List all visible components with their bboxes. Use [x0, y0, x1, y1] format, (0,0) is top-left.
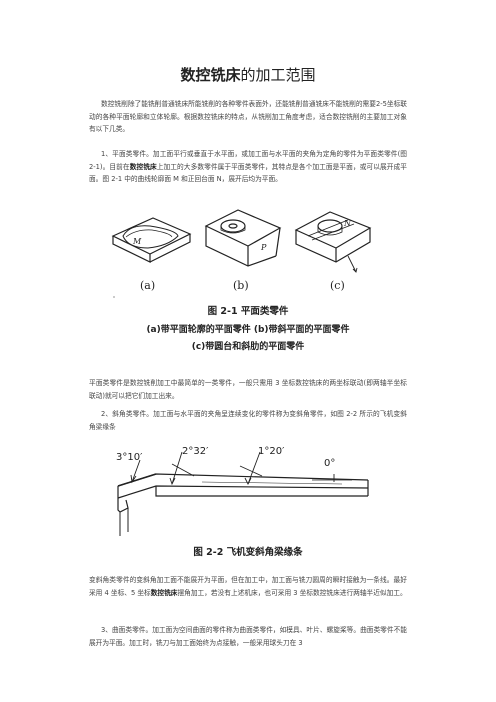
para2-text-a: 1、平面类零件。加工面平行或垂直于水平面，或加工面与水平面的夹角为定角的零件为平…: [89, 150, 407, 171]
label-M: M: [132, 237, 142, 246]
figure-2-2-caption: 图 2-2 飞机变斜角梁缘条: [193, 547, 303, 558]
para2-text-b: 上加工的大多数零件属于平面类零件，其特点是各个加工面是平面，或可以展开成平面。图…: [89, 162, 407, 184]
figure-2-2-drawing: 3°10′ 2°32′ 1°20′ 0°: [116, 446, 369, 536]
para5-highlight: 数控铣床: [150, 588, 178, 597]
title-bold: 数控铣床: [180, 66, 241, 84]
label-c: (c): [330, 279, 345, 292]
para5-text-b: 摆角加工，若没有上述机床，也可采用 3 坐标数控铣床进行两轴半近似加工。: [177, 588, 407, 597]
figure-2-1-subcaption-1: (a)带平面轮廓的平面零件 (b)带斜平面的平面零件: [146, 325, 350, 335]
label-P: P: [260, 243, 267, 252]
paragraph-plane-parts: 1、平面类零件。加工面平行或垂直于水平面，或加工面与水平面的夹角为定角的零件为平…: [89, 148, 407, 186]
part-b-drawing: [204, 209, 282, 267]
beam-flange-drawing: [117, 451, 369, 536]
paragraph-plane-summary: 平面类零件是数控铣削加工中最简单的一类零件，一般只需用 3 坐标数控铣床的两坐标…: [89, 379, 407, 400]
angle-label-1: 3°10′: [116, 452, 143, 463]
part-a-drawing: [111, 217, 192, 263]
title-rest: 的加工范围: [240, 66, 316, 84]
paragraph-bevel-machining: 变斜角类零件的变斜角加工面不能展开为平面，但在加工中，加工面与铣刀圆周的瞬时接触…: [89, 574, 407, 599]
paragraph-intro: 数控铣削除了能铣削普通铣床所能铣削的各种零件表面外，还能铣削普通铣床不能铣削的需…: [89, 100, 407, 134]
para2-highlight: 数控铣床: [129, 162, 157, 171]
label-N: N: [343, 219, 352, 228]
angle-label-3: 1°20′: [258, 446, 285, 457]
para5-text-a: 变斜角类零件的变斜角加工面不能展开为平面，但在加工中，加工面与铣刀圆周的瞬时接触…: [89, 576, 407, 597]
paragraph-surface-parts: 3、曲面类零件。加工面为空间曲面的零件称为曲面类零件，如模具、叶片、螺旋桨等。曲…: [89, 626, 407, 647]
stray-dot: [113, 296, 115, 298]
figure-2-1-caption: 图 2-1 平面类零件: [207, 306, 289, 317]
label-a: (a): [140, 279, 155, 292]
angle-label-4: 0°: [324, 458, 335, 469]
figure-2-1-drawing: M (a) P (b) N (c): [111, 209, 372, 292]
label-b: (b): [233, 279, 249, 292]
part-c-drawing: [294, 211, 372, 273]
paragraph-bevel-parts: 2、斜角类零件。加工面与水平面的夹角呈连续变化的零件称为变斜角零件，如图 2-2…: [89, 410, 407, 431]
figure-2-1-subcaption-2: (c)带圆台和斜肋的平面零件: [191, 342, 305, 352]
angle-label-2: 2°32′: [182, 446, 209, 457]
page-title: 数控铣床的加工范围: [0, 64, 496, 85]
